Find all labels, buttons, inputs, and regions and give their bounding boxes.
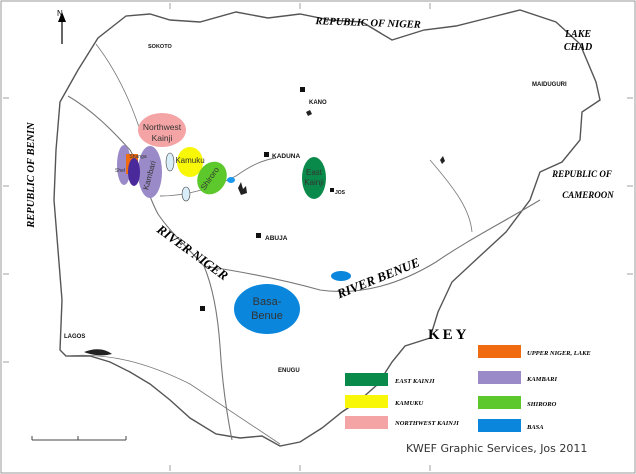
key-item-basa: BASA bbox=[478, 419, 544, 432]
zone-northwest-label-2: Kainji bbox=[152, 133, 173, 143]
zone-shel-label: Shel bbox=[115, 168, 125, 174]
country-benin: REPUBLIC OF BENIN bbox=[26, 122, 37, 229]
city-jos: JOS bbox=[335, 190, 346, 196]
key-label-east-kainji: EAST KAINJI bbox=[394, 378, 435, 385]
zone-northwest-kainji bbox=[138, 113, 186, 147]
key-swatch-upper-niger bbox=[478, 345, 521, 358]
key-label-kambari: KAMBARI bbox=[526, 376, 557, 383]
key-swatch-northwest-kainji bbox=[345, 416, 388, 429]
zone-dot-shiroro bbox=[227, 177, 235, 183]
key-swatch-kamuku bbox=[345, 395, 388, 408]
country-cameroon-1: REPUBLIC OF bbox=[551, 169, 612, 179]
scale-bar bbox=[31, 436, 127, 441]
key-item-northwest-kainji: NORTHWEST KAINJI bbox=[345, 416, 459, 429]
key-heading: KEY bbox=[428, 327, 470, 343]
key-swatch-basa bbox=[478, 419, 521, 432]
key-label-basa: BASA bbox=[526, 424, 544, 431]
zone-islet-south bbox=[181, 186, 191, 202]
small-lakes bbox=[84, 110, 445, 356]
north-arrow bbox=[58, 12, 66, 44]
key-swatch-kambari bbox=[478, 371, 521, 384]
city-kaduna: KADUNA bbox=[272, 153, 300, 160]
key-label-upper-niger: UPPER NIGER, LAKE bbox=[527, 350, 591, 357]
key-swatch-east-kainji bbox=[345, 373, 388, 386]
key-label-shiroro: SHIRORO bbox=[527, 401, 557, 408]
delta-coast bbox=[65, 354, 281, 445]
country-niger: REPUBLIC OF NIGER bbox=[314, 16, 421, 31]
zone-shiroro bbox=[197, 161, 227, 195]
country-chad-1: LAKE bbox=[564, 29, 591, 40]
credit-text: KWEF Graphic Services, Jos 2011 bbox=[406, 442, 587, 455]
country-chad-2: CHAD bbox=[564, 42, 592, 53]
zone-basa-benue bbox=[234, 284, 300, 334]
river-niger-line bbox=[67, 95, 233, 441]
key-item-kambari: KAMBARI bbox=[478, 371, 557, 384]
zone-northwest-label-1: Northwest bbox=[143, 122, 182, 132]
city-enugu: ENUGU bbox=[278, 368, 300, 374]
river-benue-line bbox=[203, 199, 541, 293]
zone-east-label-2: Kainji bbox=[304, 178, 324, 187]
key-item-upper-niger: UPPER NIGER, LAKE bbox=[478, 345, 591, 358]
key-item-kamuku: KAMUKU bbox=[345, 395, 423, 408]
zone-lake-kainji bbox=[128, 158, 140, 186]
key-label-northwest-kainji: NORTHWEST KAINJI bbox=[394, 420, 459, 427]
city-lagos: LAGOS bbox=[64, 334, 85, 340]
zone-east-kainji bbox=[302, 157, 326, 199]
north-arrow-label: N bbox=[57, 9, 63, 18]
city-markers bbox=[200, 87, 334, 311]
zone-east-label-1: East bbox=[306, 168, 323, 177]
country-cameroon-2: CAMEROON bbox=[562, 190, 614, 200]
city-maiduguri: MAIDUGURI bbox=[532, 82, 567, 88]
zone-shanga-label: Shanga bbox=[129, 154, 146, 160]
key-swatch-shiroro bbox=[478, 396, 521, 409]
river-sokoto-line bbox=[95, 43, 141, 131]
zone-kamuku-label: Kamuku bbox=[175, 156, 204, 165]
key-item-shiroro: SHIRORO bbox=[478, 396, 557, 409]
zone-kamuku bbox=[177, 147, 203, 177]
city-sokoto: SOKOTO bbox=[148, 44, 172, 50]
city-kano: KANO bbox=[309, 100, 327, 106]
zone-basa-label-1: Basa- bbox=[253, 296, 282, 308]
key-label-kamuku: KAMUKU bbox=[394, 400, 423, 407]
zone-kambari bbox=[138, 146, 162, 198]
zone-basa-east bbox=[331, 271, 351, 281]
river-gongola-line bbox=[429, 159, 473, 233]
zone-small-islet bbox=[165, 152, 175, 172]
graticule-ticks bbox=[3, 3, 633, 471]
nigeria-border bbox=[53, 9, 601, 447]
key-item-east-kainji: EAST KAINJI bbox=[345, 373, 435, 386]
zone-basa-label-2: Benue bbox=[251, 310, 283, 322]
city-abuja: ABUJA bbox=[265, 235, 288, 242]
